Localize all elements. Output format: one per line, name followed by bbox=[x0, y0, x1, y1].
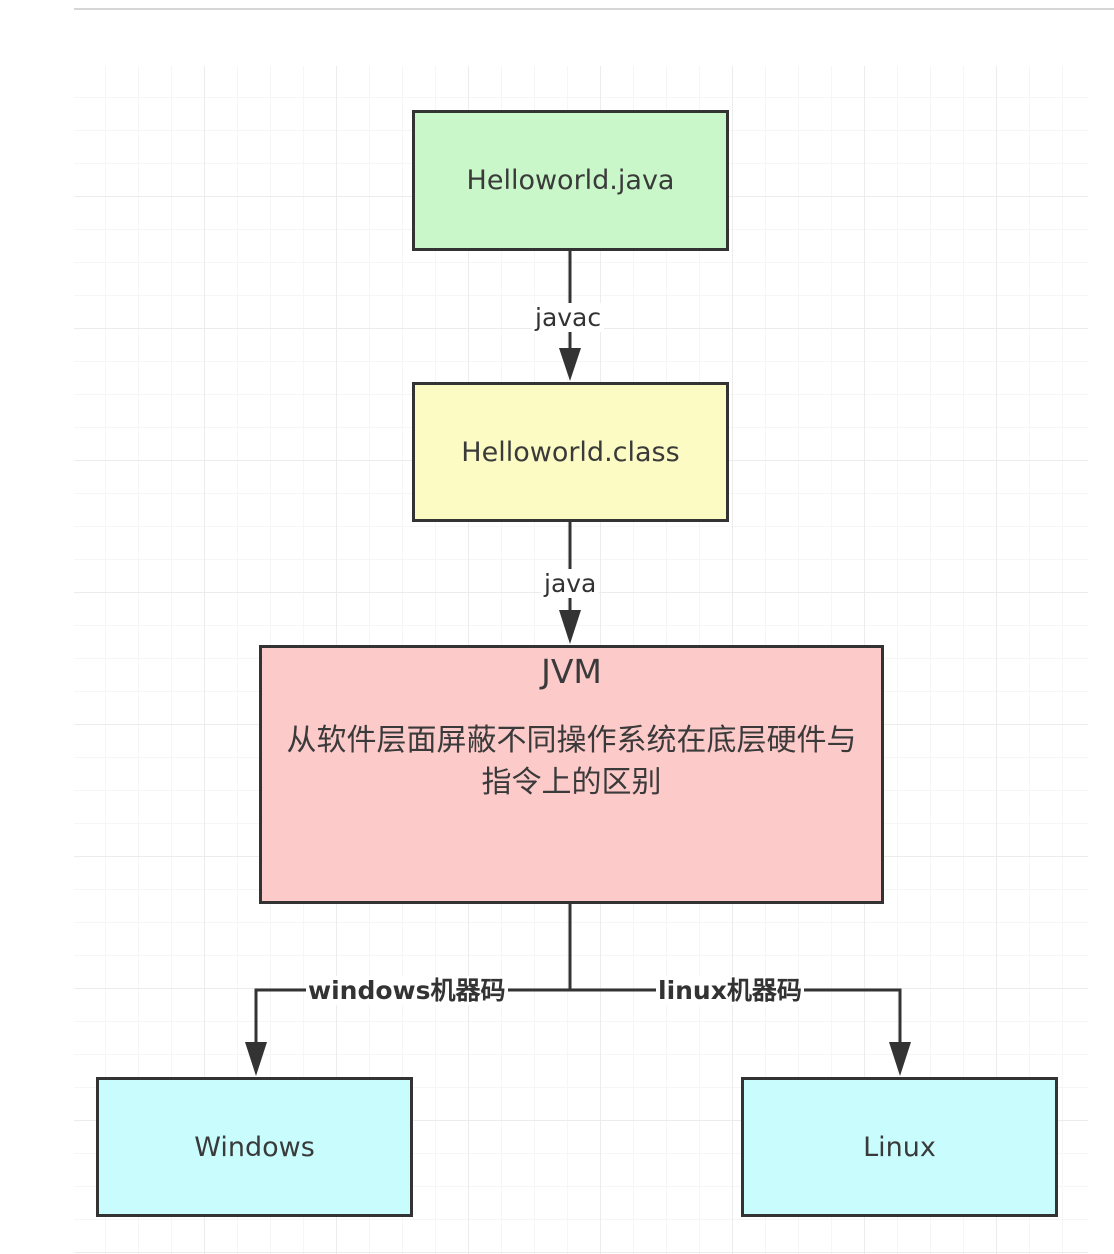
node-jvm-description: 从软件层面屏蔽不同操作系统在底层硬件与指令上的区别 bbox=[286, 723, 857, 800]
node-jvm[interactable]: JVM 从软件层面屏蔽不同操作系统在底层硬件与指令上的区别 bbox=[259, 645, 884, 904]
edge-windows-arrowhead bbox=[245, 1042, 267, 1076]
node-helloworld-java-label: Helloworld.java bbox=[466, 165, 675, 196]
edge-label-java: java bbox=[541, 569, 600, 598]
node-helloworld-java[interactable]: Helloworld.java bbox=[412, 110, 729, 251]
node-helloworld-class-label: Helloworld.class bbox=[461, 436, 680, 468]
node-linux[interactable]: Linux bbox=[741, 1077, 1058, 1217]
edge-label-javac: javac bbox=[532, 303, 605, 332]
edge-label-windows-machine-code: windows机器码 bbox=[306, 976, 508, 1005]
edge-java-arrowhead bbox=[559, 610, 581, 644]
node-helloworld-class[interactable]: Helloworld.class bbox=[412, 382, 729, 522]
diagram-canvas-grid bbox=[74, 66, 1088, 1254]
node-jvm-title: JVM bbox=[541, 652, 602, 691]
node-linux-label: Linux bbox=[863, 1131, 936, 1163]
edge-javac-arrowhead bbox=[559, 348, 581, 381]
edge-linux-arrowhead bbox=[889, 1042, 911, 1076]
node-windows-label: Windows bbox=[194, 1131, 315, 1163]
top-divider bbox=[74, 8, 1114, 10]
edge-label-linux-machine-code: linux机器码 bbox=[656, 976, 804, 1005]
node-windows[interactable]: Windows bbox=[96, 1077, 413, 1217]
